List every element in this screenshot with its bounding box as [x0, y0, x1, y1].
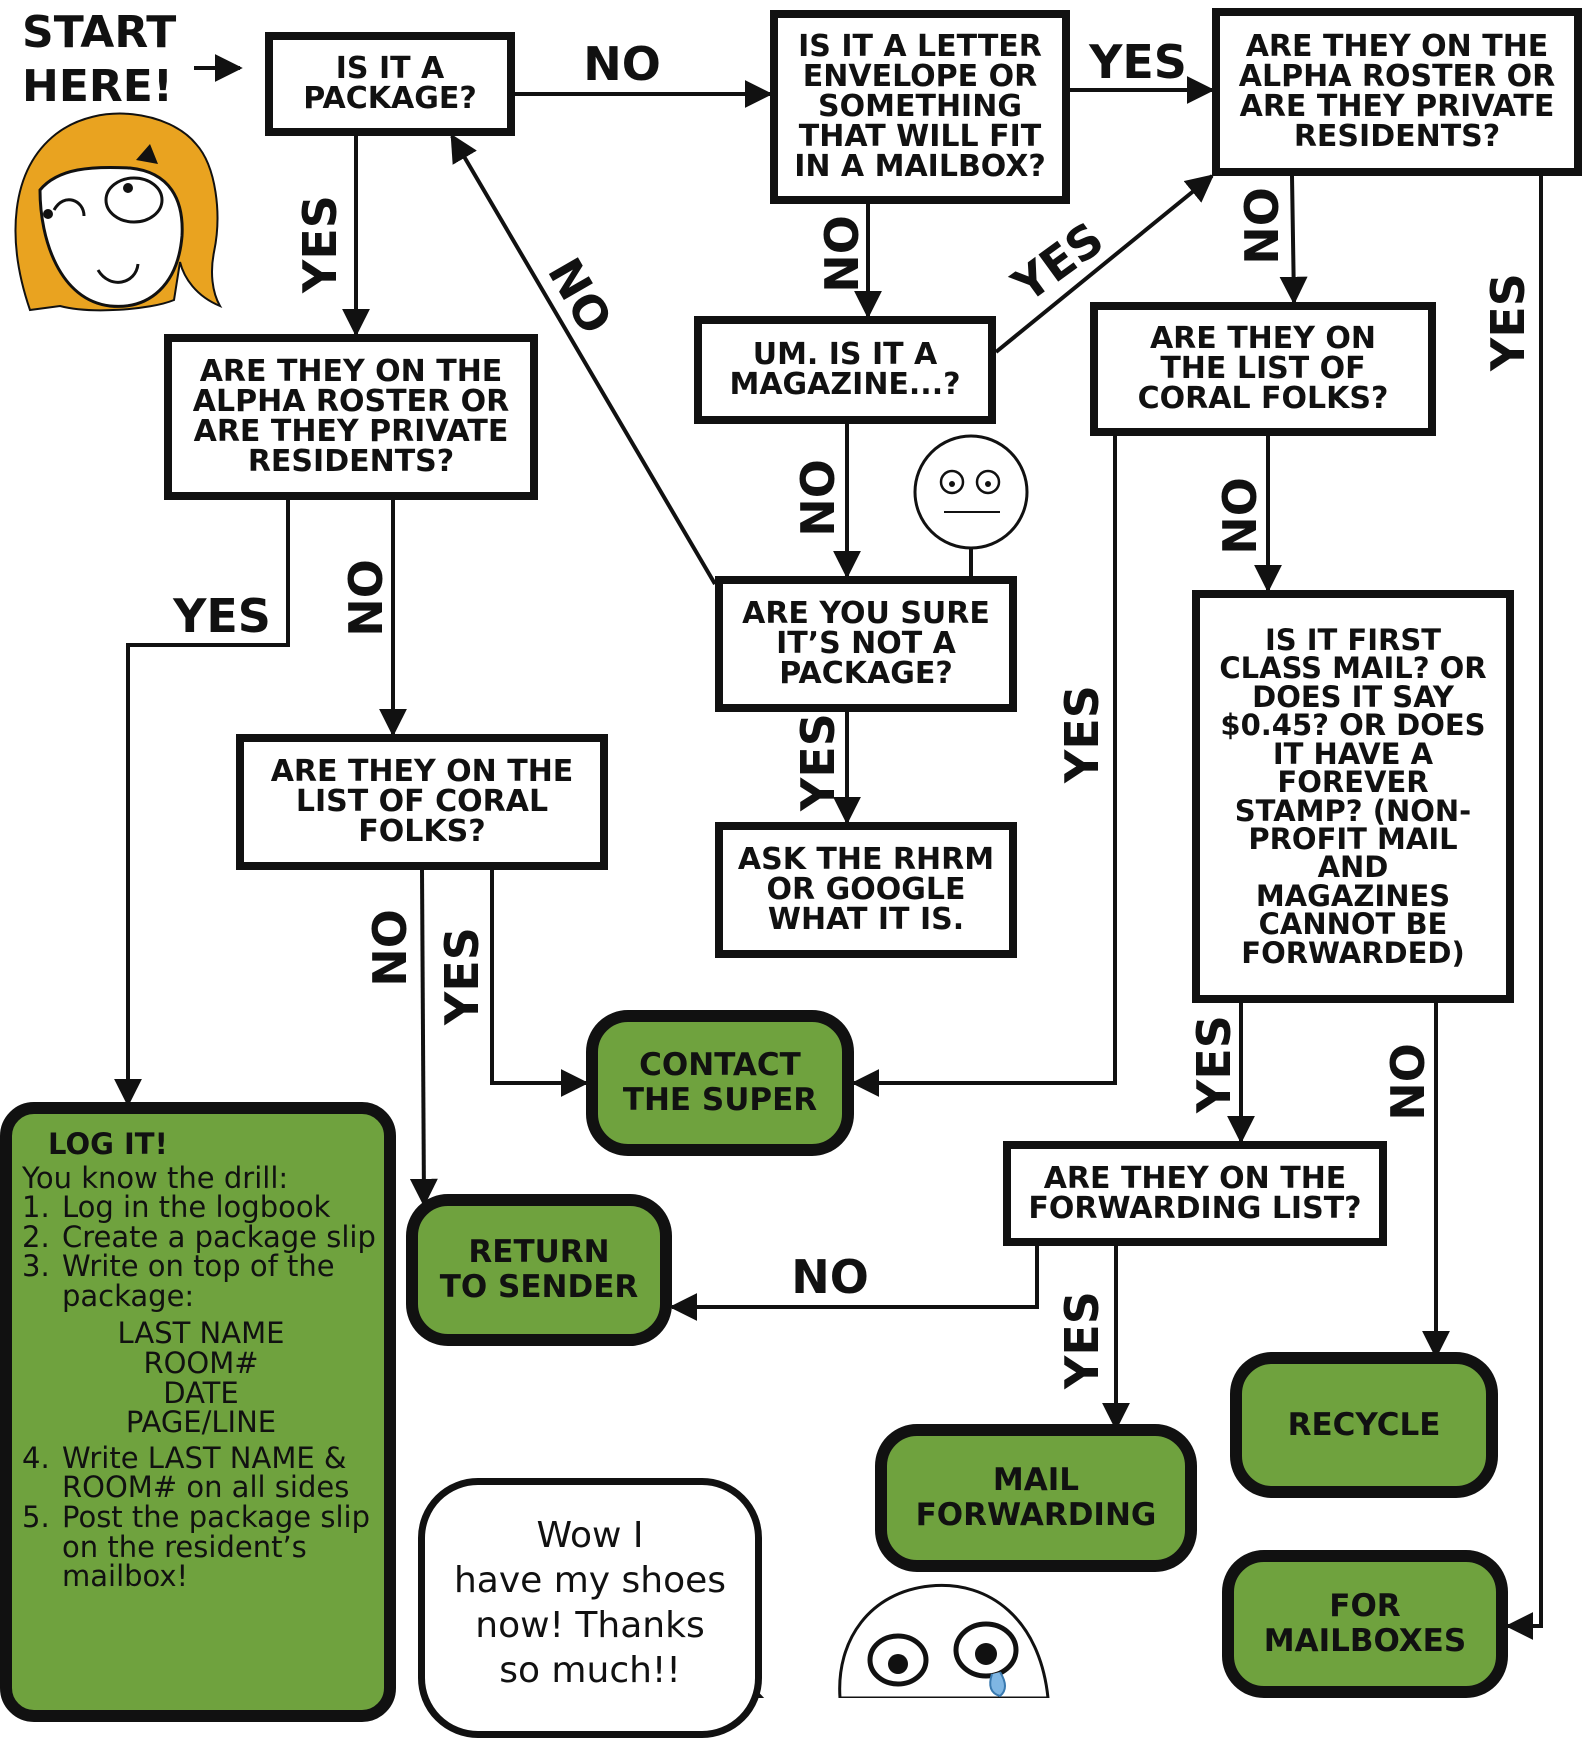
label-alpha-left-yes: YES — [173, 589, 271, 643]
label-coral-right-no: NO — [1213, 477, 1267, 555]
start-label: START HERE! — [22, 7, 177, 112]
label-mag-yes: YES — [1002, 211, 1114, 313]
speech-bubble: Wow I have my shoes now! Thanks so much!… — [418, 1478, 762, 1738]
label-first-class-yes: YES — [1187, 1015, 1241, 1113]
terminal-contact-super: CONTACT THE SUPER — [586, 1010, 854, 1156]
node-sure-not-package: ARE YOU SURE IT’S NOT A PACKAGE? — [715, 576, 1017, 712]
terminal-mail-forwarding: MAIL FORWARDING — [875, 1424, 1197, 1572]
neutral-face-icon — [913, 434, 1029, 550]
log-field: PAGE/LINE — [125, 1405, 277, 1440]
node-forwarding-list: ARE THEY ON THE FORWARDING LIST? — [1003, 1141, 1387, 1246]
log-it-panel: LOG IT! You know the drill: 1.Log in the… — [0, 1102, 396, 1722]
label-alpha-left-no: NO — [339, 559, 393, 637]
terminal-recycle: RECYCLE — [1230, 1352, 1498, 1498]
edge-alpha-top-no — [1279, 175, 1308, 305]
girl-face-icon — [14, 112, 223, 312]
node-magazine: UM. IS IT A MAGAZINE...? — [694, 316, 996, 424]
label-coral-right-yes: YES — [1055, 685, 1109, 783]
label-alpha-top-no: NO — [1235, 187, 1289, 265]
terminal-for-mailboxes: FOR MAILBOXES — [1222, 1550, 1508, 1698]
log-fields: LAST NAME ROOM# DATE PAGE/LINE — [22, 1311, 380, 1443]
log-field: ROOM# — [143, 1346, 259, 1381]
label-pkg-yes: YES — [293, 195, 347, 293]
log-step: 1.Log in the logbook — [22, 1190, 331, 1225]
label-sure-yes: YES — [791, 713, 845, 811]
label-letter-yes: YES — [1089, 35, 1187, 89]
log-it-title: LOG IT! — [48, 1127, 168, 1161]
log-step: 2.Create a package slip — [22, 1219, 376, 1254]
label-alpha-top-yes: YES — [1481, 273, 1535, 371]
label-first-class-no: NO — [1381, 1043, 1435, 1121]
label-fwd-yes: YES — [1055, 1291, 1109, 1389]
label-sure-no: NO — [537, 248, 623, 344]
edge-coral-left-no — [409, 869, 438, 1207]
log-it-intro: You know the drill: — [22, 1160, 289, 1195]
node-coral-right: ARE THEY ON THE LIST OF CORAL FOLKS? — [1090, 302, 1436, 436]
log-field: LAST NAME — [117, 1316, 285, 1351]
node-letter-envelope: IS IT A LETTER ENVELOPE OR SOMETHING THA… — [770, 10, 1070, 204]
log-step: 5.Post the package slip on the resident’… — [22, 1499, 370, 1594]
crying-face-icon — [838, 1583, 1050, 1698]
label-mag-no: NO — [791, 459, 845, 537]
log-field: DATE — [163, 1375, 239, 1410]
log-step: 3.Write on top of the package: — [22, 1249, 335, 1313]
node-first-class: IS IT FIRST CLASS MAIL? OR DOES IT SAY $… — [1192, 590, 1514, 1003]
log-it-steps: 1.Log in the logbook 2.Create a package … — [22, 1193, 380, 1592]
node-alpha-roster-left: ARE THEY ON THE ALPHA ROSTER OR ARE THEY… — [164, 334, 538, 500]
label-letter-no: NO — [815, 215, 869, 293]
label-coral-left-yes: YES — [435, 927, 489, 1025]
log-step: 4.Write LAST NAME & ROOM# on all sides — [22, 1440, 350, 1505]
node-is-package: IS IT A PACKAGE? — [265, 32, 515, 136]
label-coral-left-no: NO — [363, 909, 417, 987]
terminal-return-sender: RETURN TO SENDER — [406, 1194, 672, 1346]
label-fwd-no: NO — [791, 1250, 869, 1304]
node-coral-left: ARE THEY ON THE LIST OF CORAL FOLKS? — [236, 734, 608, 870]
node-alpha-roster-top: ARE THEY ON THE ALPHA ROSTER OR ARE THEY… — [1212, 8, 1582, 176]
edge-coral-left-yes — [490, 870, 589, 1097]
label-pkg-no: NO — [583, 37, 661, 91]
node-ask-rhrm: ASK THE RHRM OR GOOGLE WHAT IT IS. — [715, 822, 1017, 958]
